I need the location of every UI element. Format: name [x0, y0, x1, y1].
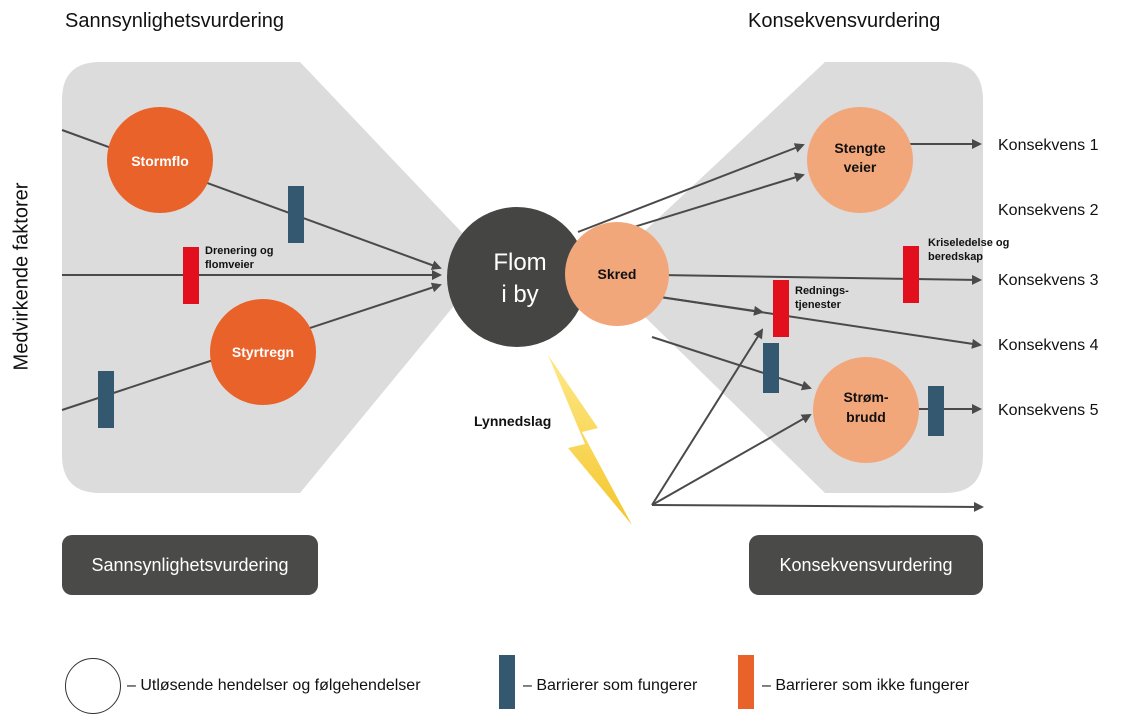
barrier-failing	[773, 280, 789, 337]
barrier-working	[98, 371, 114, 428]
arrow-icon	[577, 143, 805, 233]
legend-working-label: – Barrierer som fungerer	[523, 677, 698, 694]
arrow-icon	[651, 414, 812, 506]
consequence-1: Konsekvens 1	[998, 137, 1099, 154]
event-flom-i-by	[447, 207, 587, 347]
label-drenering-line1: Drenering og	[205, 245, 273, 257]
legend-failing-label: – Barrierer som ikke fungerer	[762, 677, 970, 694]
event-skred	[565, 222, 669, 326]
barrier-working	[928, 386, 944, 436]
event-stengte-veier	[807, 107, 913, 213]
label-lynnedslag: Lynnedslag	[474, 413, 551, 429]
label-strom-line2: brudd	[846, 409, 886, 425]
consequence-4: Konsekvens 4	[998, 337, 1099, 354]
legend-working-icon	[499, 655, 515, 709]
side-label: Medvirkende faktorer	[10, 182, 33, 371]
consequence-5: Konsekvens 5	[998, 402, 1099, 419]
label-drenering-line2: flomveier	[205, 259, 255, 271]
lightning-icon	[548, 355, 632, 525]
label-flom-line2: i by	[501, 281, 538, 308]
barrier-failing	[183, 247, 199, 304]
barrier-working	[288, 186, 304, 243]
event-strombrudd	[813, 357, 919, 463]
label-strom-line1: Strøm-	[843, 389, 888, 405]
consequence-3: Konsekvens 3	[998, 272, 1099, 289]
right-heading: Konsekvensvurdering	[748, 10, 941, 32]
label-rednings-line1: Rednings-	[795, 285, 849, 297]
barrier-working	[763, 343, 779, 393]
arrow-icon	[651, 336, 812, 391]
konsekvensvurdering-button[interactable]: Konsekvensvurdering	[749, 535, 983, 595]
legend-failing-icon	[738, 655, 754, 709]
label-stengte-line1: Stengte	[834, 140, 886, 156]
left-heading: Sannsynlighetsvurdering	[65, 10, 285, 32]
arrow-icon	[651, 328, 764, 506]
event-styrtregn	[210, 299, 316, 405]
label-rednings-line2: tjenester	[795, 299, 842, 311]
consequence-2: Konsekvens 2	[998, 202, 1099, 219]
legend-event-icon	[65, 658, 121, 714]
label-skred: Skred	[598, 266, 637, 282]
legend-events-label: – Utløsende hendelser og følgehendelser	[127, 677, 421, 694]
sannsynlighetsvurdering-button[interactable]: Sannsynlighetsvurdering	[62, 535, 318, 595]
label-krise-line2: beredskap	[928, 251, 983, 263]
label-stormflo: Stormflo	[131, 153, 189, 169]
label-flom-line1: Flom	[493, 249, 546, 276]
label-krise-line1: Kriseledelse og	[928, 237, 1009, 249]
arrow-icon	[659, 296, 982, 349]
arrow-icon	[659, 274, 982, 285]
label-stengte-line2: veier	[844, 159, 877, 175]
barrier-failing	[903, 246, 919, 303]
label-styrtregn: Styrtregn	[232, 344, 294, 360]
event-stormflo	[107, 107, 213, 213]
arrow-icon	[651, 501, 984, 512]
